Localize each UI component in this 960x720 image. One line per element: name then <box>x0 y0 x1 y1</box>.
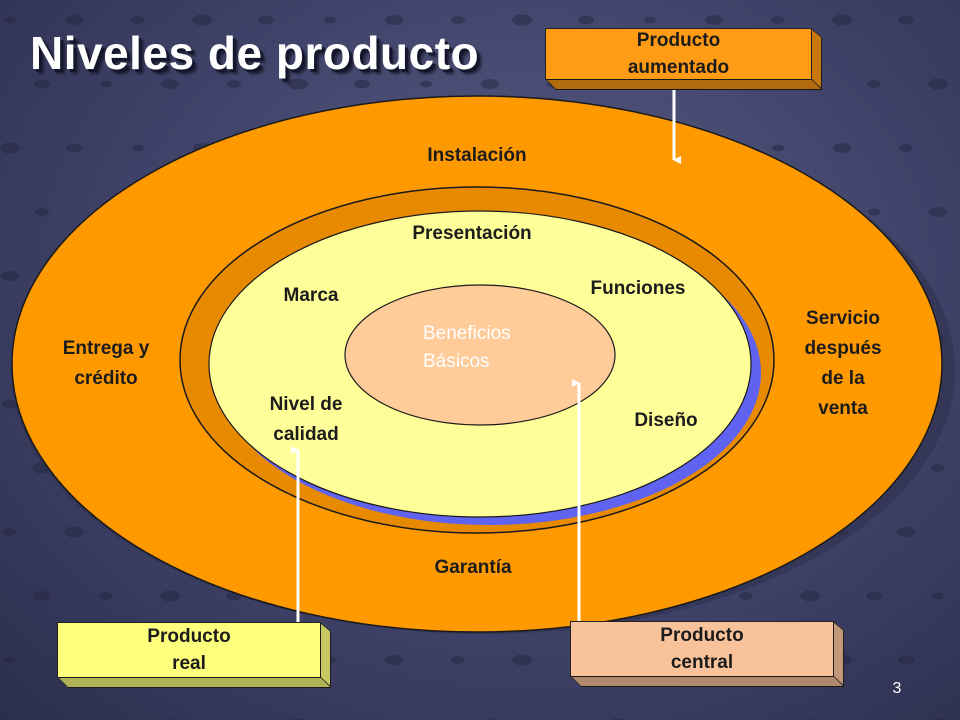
actual-product-callout: Producto real <box>57 622 321 678</box>
core-benefits-label: Beneficios Básicos <box>423 323 511 372</box>
warranty-label: Garantía <box>434 557 512 578</box>
design-label: Diseño <box>634 410 698 431</box>
brand-label: Marca <box>283 285 339 306</box>
augmented-product-callout: Producto aumentado <box>545 28 812 80</box>
page-title: Niveles de producto <box>30 27 480 79</box>
page-number: 3 <box>892 680 902 697</box>
delivery-credit-label: Entrega y crédito <box>62 338 150 389</box>
installation-label: Instalación <box>427 145 527 166</box>
core-product-callout: Producto central <box>570 621 834 677</box>
features-label: Funciones <box>590 278 686 299</box>
quality-level-label: Nivel de calidad <box>269 394 343 445</box>
after-sales-service-label: Servicio después de la venta <box>804 308 882 419</box>
core-ellipse <box>344 284 616 426</box>
packaging-label: Presentación <box>412 223 532 244</box>
